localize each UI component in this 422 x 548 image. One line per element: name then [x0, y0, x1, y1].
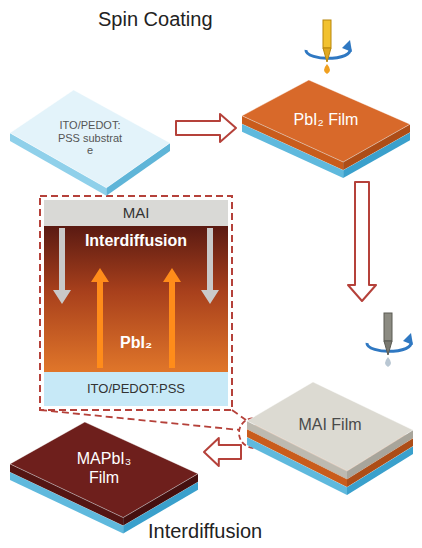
process-arrow — [204, 438, 241, 466]
layer-label: Interdiffusion — [85, 232, 187, 250]
step-label: Interdiffusion — [148, 520, 262, 543]
interdiffusion-inset — [40, 196, 232, 410]
film-slab: MAPbI₃ Film — [8, 420, 200, 534]
mai-dropper — [367, 313, 413, 367]
spin-dropper — [306, 20, 352, 74]
slab-shape — [240, 78, 412, 178]
film-label: ITO/PEDOT:PSS substrate — [57, 119, 123, 157]
film-label: MAI Film — [298, 416, 361, 434]
slab-shape — [245, 305, 415, 495]
layer-band: ITO/PEDOT:PSS — [44, 372, 228, 406]
film-label: MAPbI₃ Film — [64, 450, 144, 487]
process-arrow — [348, 182, 376, 301]
slab-top — [247, 382, 413, 471]
layer-label: PbI₂ — [120, 334, 152, 352]
layer-label: ITO/PEDOT:PSS — [87, 382, 185, 397]
film-slab: MAI Film — [245, 305, 415, 495]
film-slab: ITO/PEDOT:PSS substrate — [8, 88, 172, 196]
slab-top — [10, 422, 198, 518]
film-label: PbI₂ Film — [294, 111, 359, 129]
step-label: Spin Coating — [98, 8, 213, 31]
slab-top — [10, 90, 170, 188]
layer-band: MAI — [44, 200, 228, 226]
layer-label: MAI — [123, 204, 150, 221]
slab-top — [242, 80, 410, 162]
film-slab: PbI₂ Film — [240, 78, 412, 178]
layer-band: InterdiffusionPbI₂ — [44, 226, 228, 372]
process-arrow — [176, 114, 236, 142]
